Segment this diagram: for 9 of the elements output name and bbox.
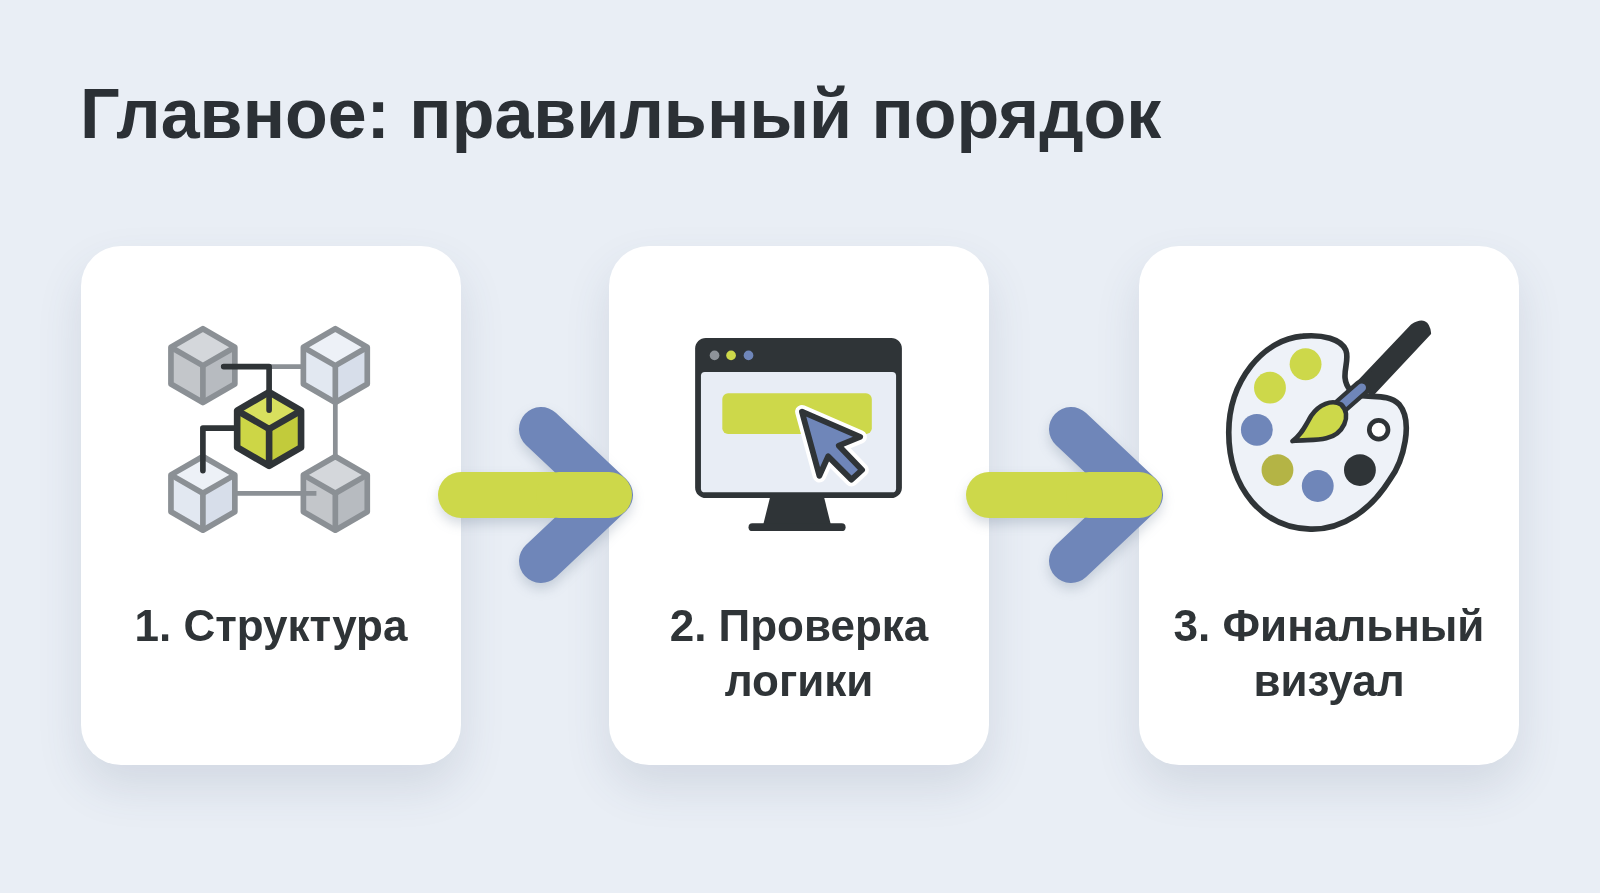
arrow — [438, 406, 634, 584]
step-card — [609, 246, 989, 765]
step-card — [81, 246, 461, 765]
step-label: 3. Финальный визуал — [1172, 600, 1486, 707]
title: Главное: правильный порядок — [80, 74, 1162, 155]
arrow — [966, 406, 1164, 584]
step-card — [1139, 246, 1519, 765]
step-label: 2. Проверка логики — [668, 600, 930, 707]
step-label: 1. Структура — [134, 600, 408, 652]
